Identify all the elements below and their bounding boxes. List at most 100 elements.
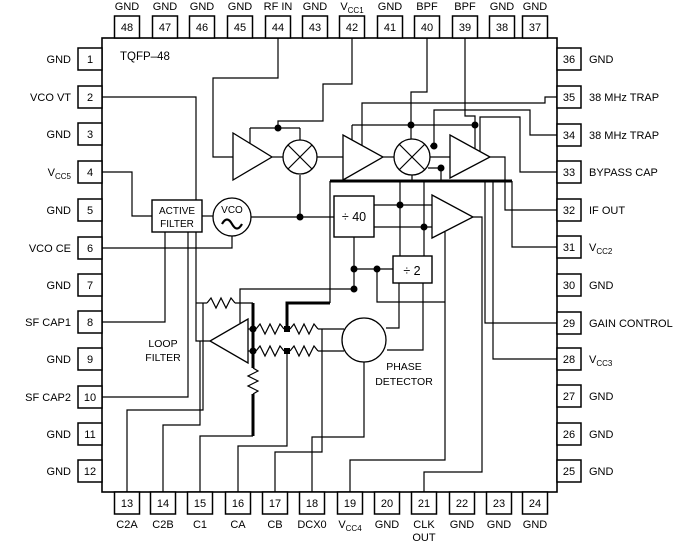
pin-label: GND: [490, 1, 515, 13]
pin-box: [556, 123, 582, 147]
pin-box: [336, 491, 364, 515]
pin-number: 12: [84, 466, 96, 478]
pin-number: 22: [456, 498, 468, 510]
pin-label: GND: [190, 1, 215, 13]
wire: [239, 269, 355, 323]
amplifier-icon: [232, 131, 274, 182]
pin-box: [224, 491, 252, 515]
pin-label: GND: [47, 280, 72, 292]
pin-box: [488, 15, 516, 39]
pin-box: [77, 385, 103, 409]
amplifier-2: [342, 133, 385, 182]
pin-41: 41 GND: [376, 1, 404, 39]
phase-detector-label: DETECTOR: [375, 376, 433, 388]
pin-box: [188, 15, 216, 39]
pin-number: 34: [563, 130, 575, 142]
pin-box: [77, 347, 103, 371]
wire: [361, 96, 557, 146]
pin-label: GND: [523, 519, 548, 531]
pin-box: [77, 160, 103, 184]
wire: [102, 236, 233, 249]
pin-label: GND: [303, 1, 328, 13]
junction-dot: [420, 223, 428, 231]
pin-box: [556, 273, 582, 297]
amplifier-1: [232, 131, 274, 182]
pin-box: [556, 160, 582, 184]
pin-label: IF OUT: [589, 205, 625, 217]
wire: [102, 232, 166, 323]
pin-number: 33: [563, 167, 575, 179]
pin-number: 9: [87, 354, 93, 366]
vco-circle: [212, 197, 252, 237]
junction-dot: [249, 347, 257, 355]
amplifier-3: [449, 133, 492, 180]
pin-box: [298, 491, 326, 515]
pin-number: 19: [344, 498, 356, 510]
pin-box: [556, 47, 582, 71]
wire: [311, 362, 365, 492]
wire: [423, 216, 483, 492]
pin-box: [556, 198, 582, 222]
pin-box: [338, 15, 366, 39]
pin-number: 36: [563, 54, 575, 66]
wire: [386, 283, 400, 329]
pin-box: [301, 15, 329, 39]
pin-box: [485, 491, 513, 515]
pin-box: [373, 491, 401, 515]
pin-label: GND: [378, 1, 403, 13]
pin-box: [556, 85, 582, 109]
junction-dot-group: [249, 121, 479, 355]
op-amp-icon: [208, 317, 249, 365]
junction-dot: [430, 142, 438, 150]
junction-dot: [296, 213, 304, 221]
pin-label: C2A: [116, 519, 138, 531]
amplifier-icon: [431, 193, 475, 240]
chip-outline: [101, 37, 558, 493]
pin-number: 13: [121, 498, 133, 510]
junction-dot: [350, 285, 358, 293]
wire: [277, 38, 353, 128]
pin-label: GND: [47, 205, 72, 217]
wire: [274, 329, 323, 492]
junction-dot: [284, 348, 290, 354]
pin-label: GND: [589, 429, 614, 441]
wire: [237, 351, 288, 492]
pin-number: 41: [384, 22, 396, 34]
pin-box: [556, 384, 582, 408]
loop-filter-label: LOOP FILTER: [145, 338, 181, 364]
wire: [387, 283, 424, 351]
junction-dot: [396, 201, 404, 209]
wire: [349, 232, 446, 492]
mixer-1: [282, 139, 318, 175]
svg-text:LOOP: LOOP: [148, 338, 177, 350]
divide-by-2-block: ÷ 2: [392, 255, 433, 284]
vco-label: VCO: [221, 205, 243, 216]
pin-box: [556, 235, 582, 259]
pin-box: [521, 491, 549, 515]
pin-label: GND: [228, 1, 253, 13]
pin-box: [113, 491, 141, 515]
mixer-2: [393, 138, 431, 176]
pin-label: GND: [375, 519, 400, 531]
pin-8: 8SF CAP1: [25, 310, 103, 334]
